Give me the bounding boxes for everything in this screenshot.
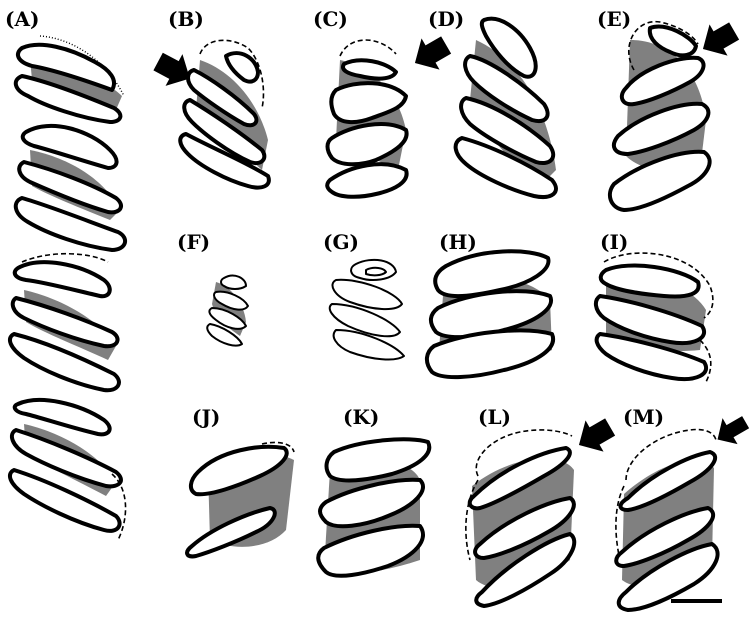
panel-a-unit-4 — [10, 400, 126, 540]
panel-label-m: (M) — [623, 405, 664, 429]
panel-label-f: (F) — [177, 230, 210, 254]
panel-f: (F) — [177, 230, 248, 346]
panel-label-d: (D) — [428, 7, 464, 31]
panel-label-j: (J) — [192, 405, 220, 429]
panel-d: (D) — [428, 7, 556, 197]
panel-label-h: (H) — [439, 230, 477, 254]
panel-c: (C) — [313, 7, 455, 197]
panel-a: (A) — [5, 7, 126, 540]
arrow-pointer-m — [710, 409, 753, 451]
panel-i: (I) — [596, 230, 713, 382]
panel-b: (B) — [150, 7, 269, 188]
arrow-pointer-l — [570, 411, 619, 460]
panel-m: (M) — [616, 405, 753, 610]
panel-label-l: (L) — [478, 405, 511, 429]
panel-h: (H) — [427, 230, 553, 377]
panel-j: (J) — [187, 405, 294, 556]
panel-label-i: (I) — [600, 230, 628, 254]
panel-a-unit-2 — [16, 126, 125, 250]
panel-label-k: (K) — [343, 405, 379, 429]
panel-label-a: (A) — [5, 7, 39, 31]
panel-l: (L) — [466, 405, 619, 606]
panel-a-unit-1 — [16, 36, 124, 122]
panel-a-unit-3 — [10, 254, 119, 391]
panel-label-b: (B) — [168, 7, 204, 31]
panel-label-e: (E) — [597, 7, 631, 31]
arrow-pointer-c — [406, 29, 455, 78]
panel-g: (G) — [323, 230, 404, 359]
panel-k: (K) — [318, 405, 429, 576]
arrow-pointer-e — [694, 15, 743, 64]
panel-e: (E) — [597, 7, 743, 210]
panel-label-c: (C) — [313, 7, 348, 31]
panel-label-g: (G) — [323, 230, 359, 254]
